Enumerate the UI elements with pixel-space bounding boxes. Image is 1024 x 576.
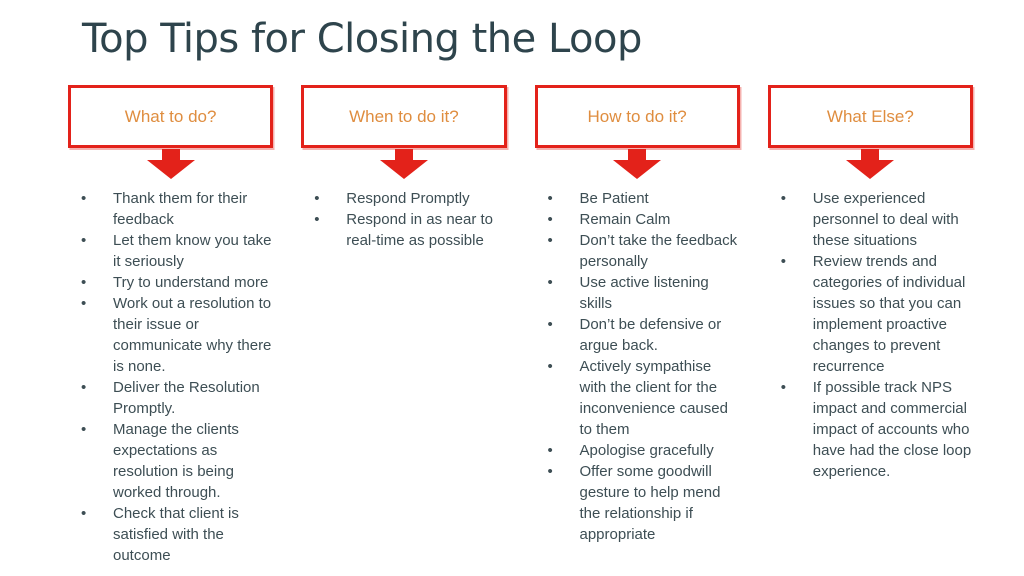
list-item: Review trends and categories of individu… [768,251,973,377]
list-item: Respond in as near to real-time as possi… [301,209,506,251]
list-item: Remain Calm [535,209,740,230]
list-item: Apologise gracefully [535,440,740,461]
header-label: How to do it? [587,106,687,126]
list-item: Work out a resolution to their issue or … [68,293,273,377]
list-item: Use active listening skills [535,272,740,314]
list-item: If possible track NPS impact and commerc… [768,377,973,482]
list-item: Be Patient [535,188,740,209]
list-item: Use experienced personnel to deal with t… [768,188,973,251]
down-arrow-icon [68,149,273,179]
list-item: Don’t be defensive or argue back. [535,314,740,356]
header-box-when-to-do-it: When to do it? [301,85,507,148]
list-item: Deliver the Resolution Promptly. [68,377,273,419]
list-item: Respond Promptly [301,188,506,209]
header-box-what-else: What Else? [767,85,973,148]
column-when-to-do-it: When to do it? Respond Promptly Respond … [301,85,507,566]
down-arrow-icon [301,149,506,179]
list-item: Manage the clients expectations as resol… [68,419,273,503]
bullet-list: Thank them for their feedback Let them k… [68,188,273,566]
list-item: Actively sympathise with the client for … [535,356,740,440]
list-item: Offer some goodwill gesture to help mend… [535,461,740,545]
header-box-what-to-do: What to do? [68,85,274,148]
list-item: Try to understand more [68,272,273,293]
header-label: What Else? [826,106,914,126]
header-label: When to do it? [349,106,459,126]
list-item: Don’t take the feedback personally [535,230,740,272]
bullet-list: Use experienced personnel to deal with t… [768,188,973,482]
list-item: Check that client is satisfied with the … [68,503,273,566]
down-arrow-icon [768,149,973,179]
column-how-to-do-it: How to do it? Be Patient Remain Calm Don… [534,85,740,566]
list-item: Thank them for their feedback [68,188,273,230]
bullet-list: Respond Promptly Respond in as near to r… [301,188,506,251]
down-arrow-icon [535,149,740,179]
bullet-list: Be Patient Remain Calm Don’t take the fe… [535,188,740,545]
page-title: Top Tips for Closing the Loop [82,16,642,62]
column-what-to-do: What to do? Thank them for their feedbac… [68,85,274,566]
header-box-how-to-do-it: How to do it? [534,85,740,148]
column-what-else: What Else? Use experienced personnel to … [767,85,973,566]
columns-container: What to do? Thank them for their feedbac… [68,85,973,566]
list-item: Let them know you take it seriously [68,230,273,272]
header-label: What to do? [124,106,217,126]
